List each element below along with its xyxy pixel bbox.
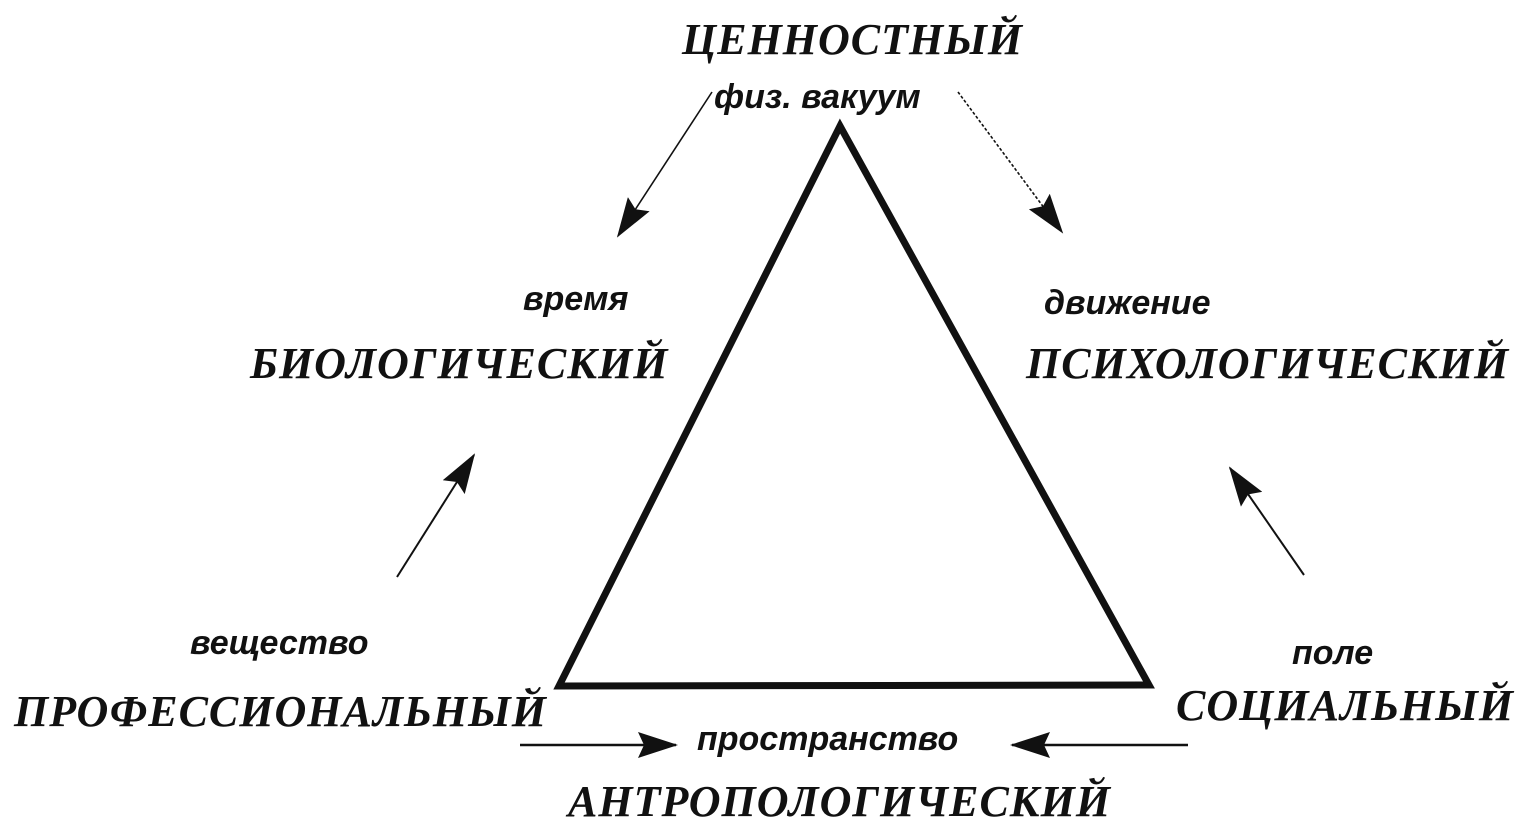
lower-right-subtitle: поле — [1292, 634, 1374, 672]
lower-left-subtitle: вещество — [190, 624, 369, 662]
bottom-subtitle: пространство — [697, 720, 959, 758]
upper-right-subtitle: движение — [1044, 284, 1211, 322]
arrow-social-to-psychological — [1228, 466, 1305, 576]
lower-left-title: ПРОФЕССИОНАЛЬНЫЙ — [14, 687, 548, 736]
apex-subtitle: физ. вакуум — [714, 78, 921, 116]
arrow-professional-to-biological — [396, 453, 476, 578]
arrow-apex-to-psychological — [957, 91, 1064, 234]
upper-right-title: ПСИХОЛОГИЧЕСКИЙ — [1026, 339, 1510, 388]
central-triangle — [553, 118, 1155, 690]
upper-left-subtitle: время — [523, 280, 629, 318]
apex-title: ЦЕННОСТНЫЙ — [682, 15, 1024, 64]
arrow-apex-to-biological — [616, 91, 713, 238]
lower-right-title: СОЦИАЛЬНЫЙ — [1176, 681, 1515, 730]
bottom-title: АНТРОПОЛОГИЧЕСКИЙ — [568, 777, 1112, 826]
upper-left-title: БИОЛОГИЧЕСКИЙ — [250, 339, 669, 388]
